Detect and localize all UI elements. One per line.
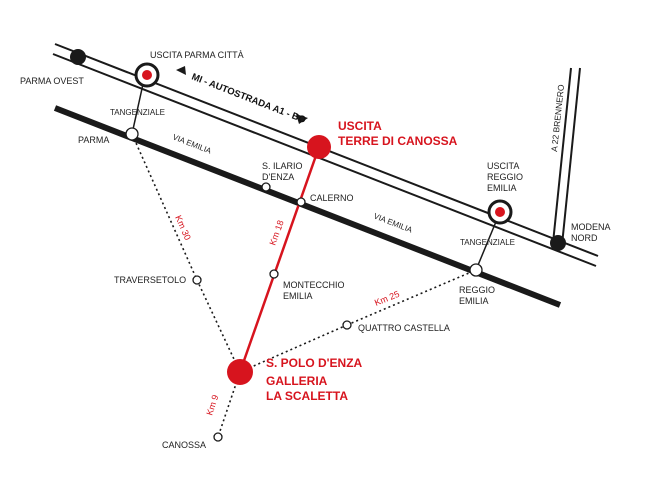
label-modena-2: NORD [571, 233, 598, 243]
label-reggio-2: EMILIA [459, 296, 489, 306]
label-uscita-canossa-1: USCITA [338, 119, 382, 133]
label-s-ilario-1: S. ILARIO [262, 161, 303, 171]
label-uscita-reggio-1: USCITA [487, 161, 519, 171]
label-km30: Km 30 [173, 214, 193, 242]
label-quattro-castella: QUATTRO CASTELLA [358, 323, 450, 333]
label-km9: Km 9 [204, 394, 220, 417]
label-galleria-1: GALLERIA [266, 374, 328, 388]
parma-tangenziale-node [125, 127, 139, 141]
target-circle-icon [487, 199, 513, 225]
montecchio-node [269, 269, 279, 279]
label-tangenziale-parma: TANGENZIALE [110, 108, 165, 117]
modena-nord-node [550, 235, 566, 251]
canossa-node [213, 432, 223, 442]
quattro-castella-node [342, 320, 352, 330]
triangle-arrow-icon [176, 66, 186, 75]
label-parma-ovest: PARMA OVEST [20, 76, 84, 86]
triangle-arrow-icon [296, 114, 308, 124]
label-parma: PARMA [78, 135, 109, 145]
calerno-node [296, 197, 306, 207]
label-uscita-canossa-2: TERRE DI CANOSSA [338, 134, 458, 148]
parma-ovest-node [70, 49, 86, 65]
traversetolo-node [192, 275, 202, 285]
target-circle-icon [134, 62, 160, 88]
red-route-km18 [238, 146, 321, 373]
label-canossa: CANOSSA [162, 440, 206, 450]
label-modena-1: MODENA [571, 222, 611, 232]
label-km18: Km 18 [267, 219, 285, 247]
red-dot-icon [307, 135, 331, 159]
label-tangenziale-reggio: TANGENZIALE [460, 238, 515, 247]
label-s-polo: S. POLO D'ENZA [266, 356, 363, 370]
label-calerno: CALERNO [310, 193, 354, 203]
label-uscita-reggio-2: REGGIO [487, 172, 523, 182]
label-reggio-1: REGGIO [459, 285, 495, 295]
label-uscita-reggio-3: EMILIA [487, 183, 517, 193]
label-traversetolo: TRAVERSETOLO [114, 275, 186, 285]
label-via-emilia-1: VIA EMILIA [171, 132, 213, 155]
label-km25: Km 25 [373, 289, 401, 308]
label-galleria-2: LA SCALETTA [266, 389, 348, 403]
label-autostrada: MI - AUTOSTRADA A1 - BO [190, 72, 307, 126]
s-ilario-node [261, 182, 271, 192]
label-uscita-parma: USCITA PARMA CITTÀ [150, 50, 244, 60]
label-s-ilario-2: D'ENZA [262, 172, 294, 182]
autostrada-a22 [552, 67, 581, 246]
label-montecchio-2: EMILIA [283, 291, 313, 301]
label-montecchio-1: MONTECCHIO [283, 280, 345, 290]
red-dot-icon [227, 359, 253, 385]
reggio-tangenziale-node [469, 263, 483, 277]
